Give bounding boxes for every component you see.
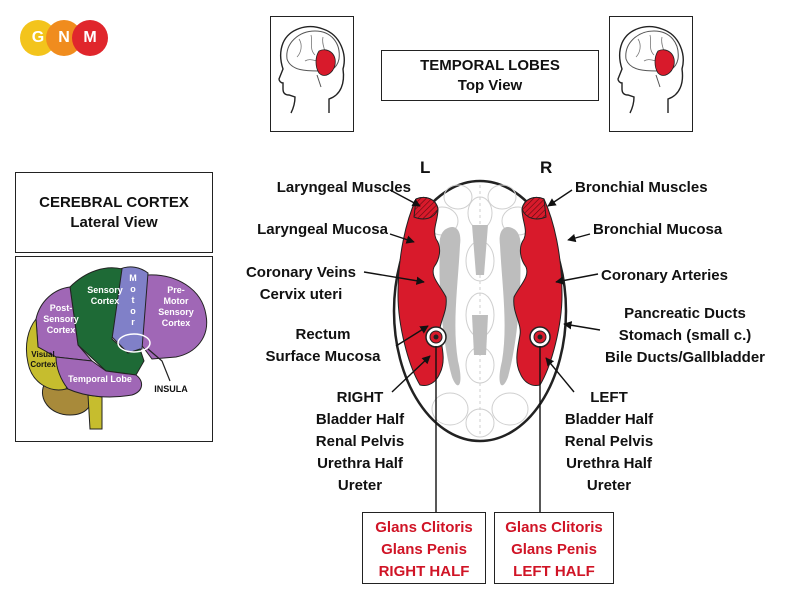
temporal-lobes-title-box: TEMPORAL LOBES Top View <box>381 50 599 101</box>
right-group-line4: Urethra Half <box>317 455 403 472</box>
right-group-line1: RIGHT <box>336 389 384 406</box>
pancreatic-line2: Stomach (small c.) <box>618 327 752 344</box>
right-half-line1: Glans Clitoris <box>375 519 473 536</box>
post-sensory-label-1: Post- <box>50 303 73 313</box>
coronary-veins-line1: Coronary Veins <box>245 264 357 281</box>
lateral-brain-diagram: Sensory Cortex M o t o r Pre- Motor Sens… <box>25 266 208 430</box>
laryngeal-muscles-label: Laryngeal Muscles <box>276 179 411 196</box>
cerebral-cortex-title-box: CEREBRAL CORTEX Lateral View <box>15 172 213 253</box>
cortex-title-line1: CEREBRAL CORTEX <box>39 193 189 211</box>
cervix-uteri-line: Cervix uteri <box>259 286 343 303</box>
sensory-label-2: Cortex <box>91 296 120 306</box>
insula-label: INSULA <box>154 384 188 394</box>
pancreatic-label: Pancreatic Ducts Stomach (small c.) Bile… <box>590 303 780 369</box>
right-group-label: RIGHT Bladder Half Renal Pelvis Urethra … <box>300 387 420 497</box>
visual-label-1: Visual <box>31 350 54 359</box>
motor-letter-4: o <box>130 306 136 316</box>
title-line1: TEMPORAL LOBES <box>420 56 560 74</box>
head-icon-left-box <box>270 16 354 132</box>
right-half-line2: Glans Penis <box>381 541 467 558</box>
left-half-line2: Glans Penis <box>511 541 597 558</box>
right-target-icon <box>529 326 551 348</box>
head-brain-icon <box>617 25 684 114</box>
left-half-box: Glans Clitoris Glans Penis LEFT HALF <box>494 512 614 584</box>
sensory-label-1: Sensory <box>87 285 123 295</box>
premotor-label-4: Cortex <box>162 318 191 328</box>
left-side-letter: L <box>420 158 431 177</box>
right-group-line5: Ureter <box>337 477 383 494</box>
coronary-veins-label: Coronary Veins Cervix uteri <box>236 262 366 306</box>
right-half-box: Glans Clitoris Glans Penis RIGHT HALF <box>362 512 486 584</box>
temporal-lobe-label: Temporal Lobe <box>68 374 132 384</box>
coronary-arteries-label: Coronary Arteries <box>601 267 728 284</box>
premotor-label-1: Pre- <box>167 285 185 295</box>
left-group-line3: Renal Pelvis <box>564 433 654 450</box>
title-line2: Top View <box>457 76 523 94</box>
temporal-lobes-top-view <box>392 179 568 443</box>
lateral-brain-box: Sensory Cortex M o t o r Pre- Motor Sens… <box>15 256 213 442</box>
motor-letter-1: M <box>129 273 137 283</box>
premotor-label-2: Motor <box>164 296 189 306</box>
pancreatic-line1: Pancreatic Ducts <box>624 305 746 322</box>
left-target-icon <box>425 326 447 348</box>
motor-letter-5: r <box>131 317 135 327</box>
right-side-letter: R <box>540 158 553 177</box>
left-group-line2: Bladder Half <box>564 411 654 428</box>
laryngeal-mucosa-label: Laryngeal Mucosa <box>257 221 388 238</box>
logo-m: M <box>72 20 108 56</box>
visual-label-2: Cortex <box>30 360 56 369</box>
surface-mucosa-line: Surface Mucosa <box>265 348 381 365</box>
left-group-line1: LEFT <box>590 389 628 406</box>
right-group-line3: Renal Pelvis <box>315 433 405 450</box>
motor-letter-3: t <box>132 295 135 305</box>
rectum-line1: Rectum <box>295 326 351 343</box>
head-icon-right-box <box>609 16 693 132</box>
left-half-line1: Glans Clitoris <box>505 519 603 536</box>
bronchial-muscles-label: Bronchial Muscles <box>575 179 708 196</box>
pancreatic-line3: Bile Ducts/Gallbladder <box>604 349 766 366</box>
right-half-line3: RIGHT HALF <box>378 563 470 580</box>
bronchial-mucosa-label: Bronchial Mucosa <box>593 221 723 238</box>
cortex-title-line2: Lateral View <box>70 213 158 231</box>
head-brain-icon <box>278 25 345 114</box>
post-sensory-label-2: Sensory <box>43 314 79 324</box>
left-group-line4: Urethra Half <box>566 455 652 472</box>
post-sensory-label-3: Cortex <box>47 325 76 335</box>
left-half-line3: LEFT HALF <box>513 563 595 580</box>
rectum-label: Rectum Surface Mucosa <box>252 324 394 368</box>
motor-letter-2: o <box>130 284 136 294</box>
left-group-label: LEFT Bladder Half Renal Pelvis Urethra H… <box>544 387 674 497</box>
right-group-line2: Bladder Half <box>315 411 405 428</box>
left-group-line5: Ureter <box>586 477 632 494</box>
premotor-label-3: Sensory <box>158 307 194 317</box>
